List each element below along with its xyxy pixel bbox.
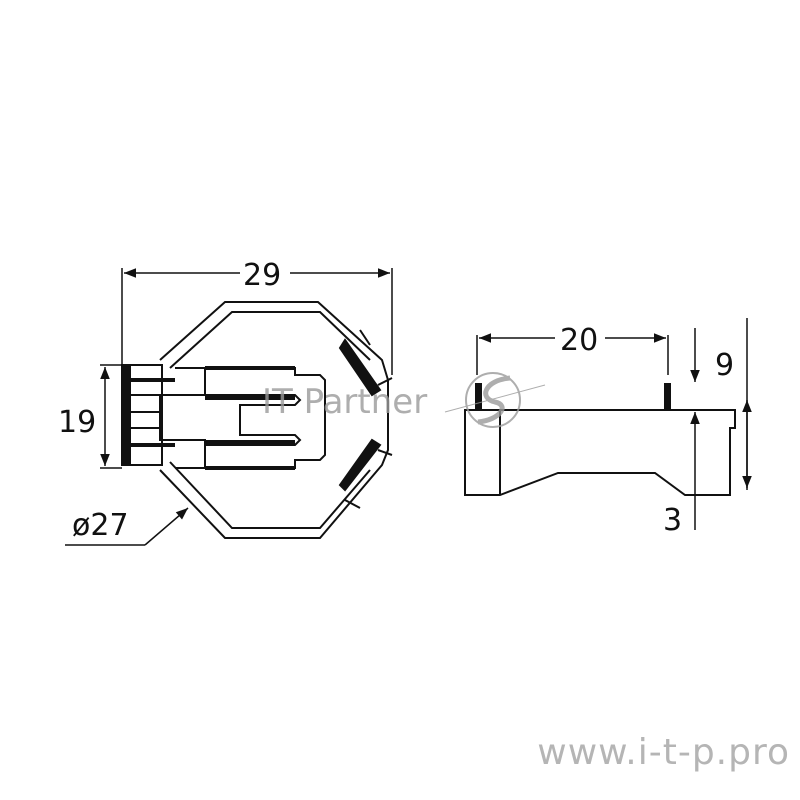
dim-9-label: 9 — [715, 348, 734, 383]
dimension-9 — [690, 318, 752, 490]
watermark-brand: IT Partner — [262, 382, 427, 422]
watermark: IT Partner — [262, 372, 546, 428]
dimension-diameter — [65, 507, 189, 546]
side-view — [464, 383, 736, 496]
top-view — [121, 301, 393, 539]
dimension-19 — [100, 364, 122, 469]
dim-3-label: 3 — [663, 503, 682, 538]
dimension-29 — [121, 268, 393, 375]
dimension-20 — [476, 333, 669, 375]
watermark-logo-icon — [465, 372, 521, 428]
dim-20-label: 20 — [560, 323, 598, 358]
dim-29-label: 29 — [243, 258, 281, 293]
dim-19-label: 19 — [58, 405, 96, 440]
dim-diameter-label: ø27 — [72, 508, 129, 543]
watermark-url: www.i-t-p.pro — [537, 732, 790, 773]
